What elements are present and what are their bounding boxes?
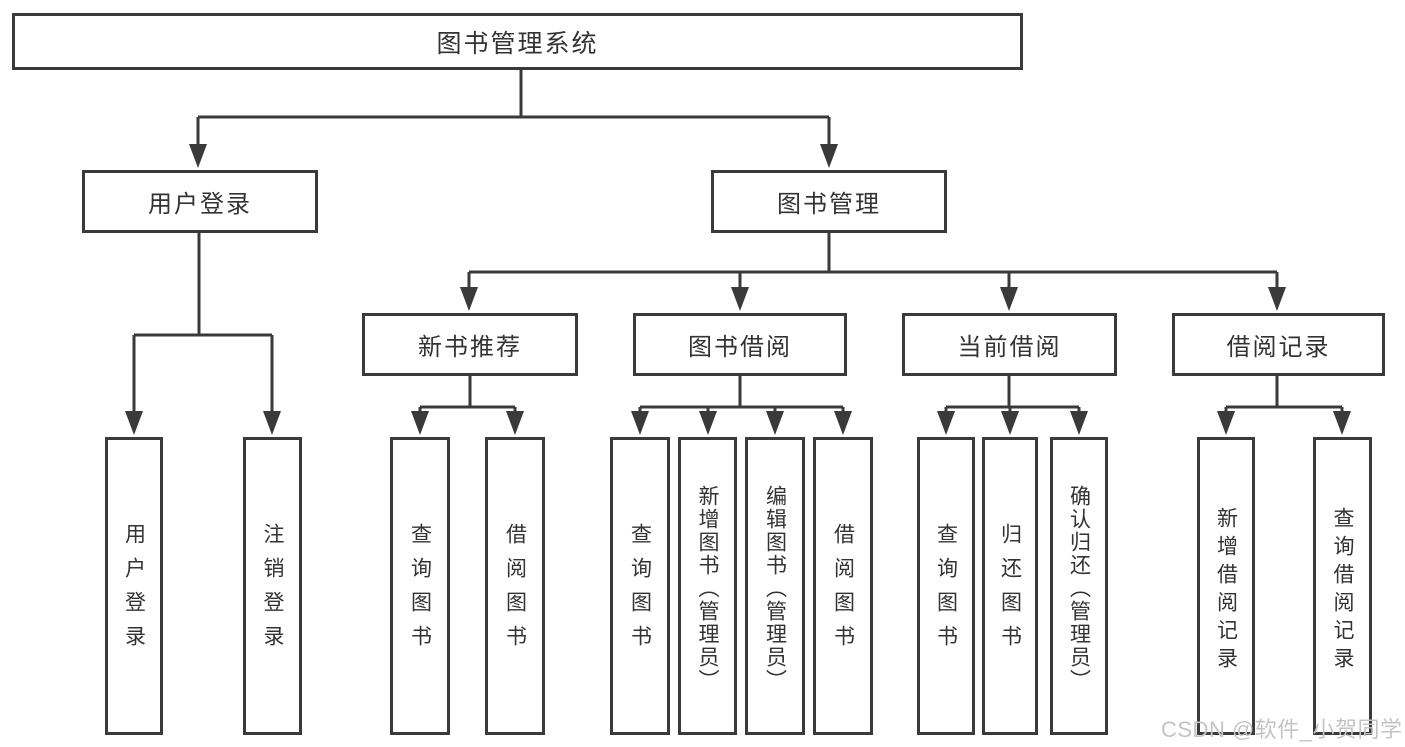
leaf-borrow-books-borrowing: 借阅图书	[813, 437, 873, 735]
leaf-query-books-current: 查询图书	[917, 437, 975, 735]
node-current-borrowing: 当前借阅	[902, 313, 1117, 376]
node-book-management: 图书管理	[711, 170, 947, 233]
leaf-query-books-borrowing: 查询图书	[610, 437, 670, 735]
node-library-management-system: 图书管理系统	[12, 13, 1023, 70]
node-user-login: 用户登录	[82, 170, 318, 233]
leaf-query-borrow-record: 查询借阅记录	[1313, 437, 1372, 735]
leaf-confirm-return-admin: 确认归还（管理员）	[1050, 437, 1108, 735]
leaf-query-books-recommend: 查询图书	[390, 437, 450, 735]
leaf-edit-book-admin: 编辑图书（管理员）	[745, 437, 805, 735]
leaf-add-borrow-record: 新增借阅记录	[1197, 437, 1255, 735]
leaf-logout: 注销登录	[243, 437, 302, 735]
leaf-user-login: 用户登录	[105, 437, 163, 735]
node-borrowing-records: 借阅记录	[1172, 313, 1385, 376]
node-book-borrowing: 图书借阅	[633, 313, 847, 376]
leaf-borrow-books-recommend: 借阅图书	[485, 437, 545, 735]
node-new-book-recommendation: 新书推荐	[362, 313, 578, 376]
leaf-add-book-admin: 新增图书（管理员）	[678, 437, 737, 735]
leaf-return-books: 归还图书	[982, 437, 1038, 735]
csdn-watermark: CSDN @软件_小贺同学	[1161, 717, 1403, 742]
